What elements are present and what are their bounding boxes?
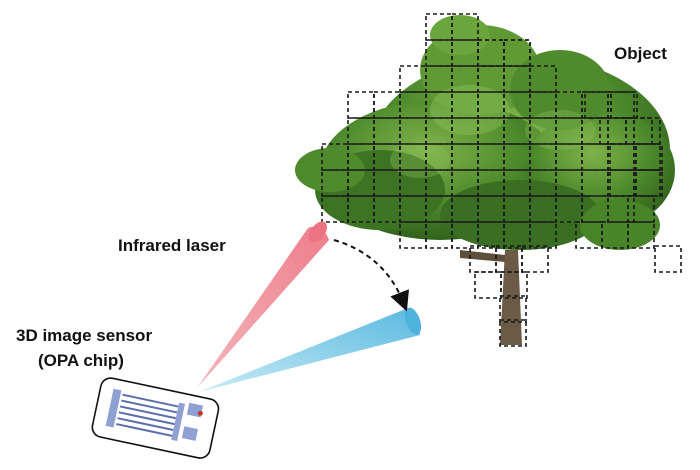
voxel-box xyxy=(499,295,527,323)
sensor-label: 3D image sensor (OPA chip) xyxy=(16,323,152,373)
voxel-grid xyxy=(321,13,682,347)
object-label: Object xyxy=(614,44,667,63)
voxel-box xyxy=(474,271,502,299)
tree-icon xyxy=(295,15,675,345)
voxel-box xyxy=(503,39,531,67)
voxel-box xyxy=(627,195,655,223)
steered-beam-blue-tip xyxy=(404,307,422,335)
voxel-box xyxy=(499,319,527,347)
steering-arrow-icon xyxy=(333,239,409,312)
sensor-label-line2: (OPA chip) xyxy=(38,351,124,370)
steered-beam-blue xyxy=(199,308,420,392)
infrared-laser-label: Infrared laser xyxy=(118,236,226,255)
voxel-box xyxy=(654,245,682,273)
opa-chip-icon xyxy=(91,377,220,459)
voxel-box xyxy=(500,271,528,299)
voxel-box xyxy=(521,245,549,273)
voxel-box xyxy=(529,65,557,93)
voxel-box xyxy=(451,13,479,41)
infrared-beam-red xyxy=(197,226,329,388)
voxel-box xyxy=(627,221,655,249)
sensor-label-line1: 3D image sensor xyxy=(16,326,153,345)
voxel-box xyxy=(607,195,635,223)
infrared-beam-red-tip xyxy=(309,221,327,243)
voxel-box xyxy=(529,221,557,249)
